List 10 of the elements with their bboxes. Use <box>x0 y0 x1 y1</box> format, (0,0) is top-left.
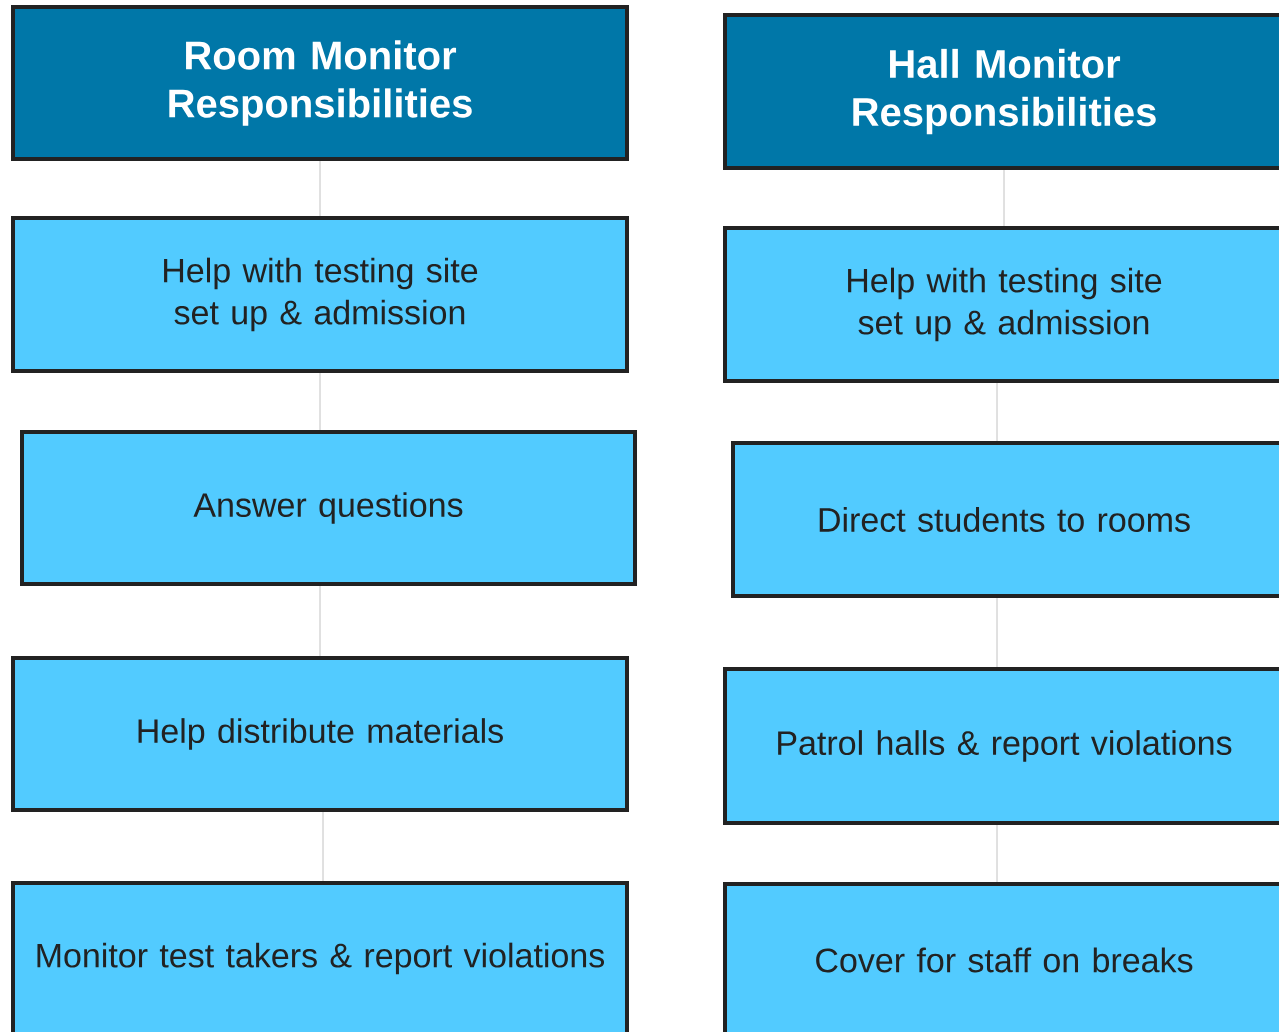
task-box: Monitor test takers & report violations <box>11 881 629 1032</box>
task-box: Help with testing site set up & admission <box>723 226 1279 383</box>
task-box: Help with testing site set up & admission <box>11 216 629 373</box>
task-box: Help distribute materials <box>11 656 629 812</box>
task-box: Cover for staff on breaks <box>723 882 1279 1032</box>
task-box: Direct students to rooms <box>731 441 1279 598</box>
task-box: Patrol halls & report violations <box>723 667 1279 825</box>
task-box: Answer questions <box>20 430 637 586</box>
header-box: Hall Monitor Responsibilities <box>723 13 1279 170</box>
header-box: Room Monitor Responsibilities <box>11 5 629 161</box>
